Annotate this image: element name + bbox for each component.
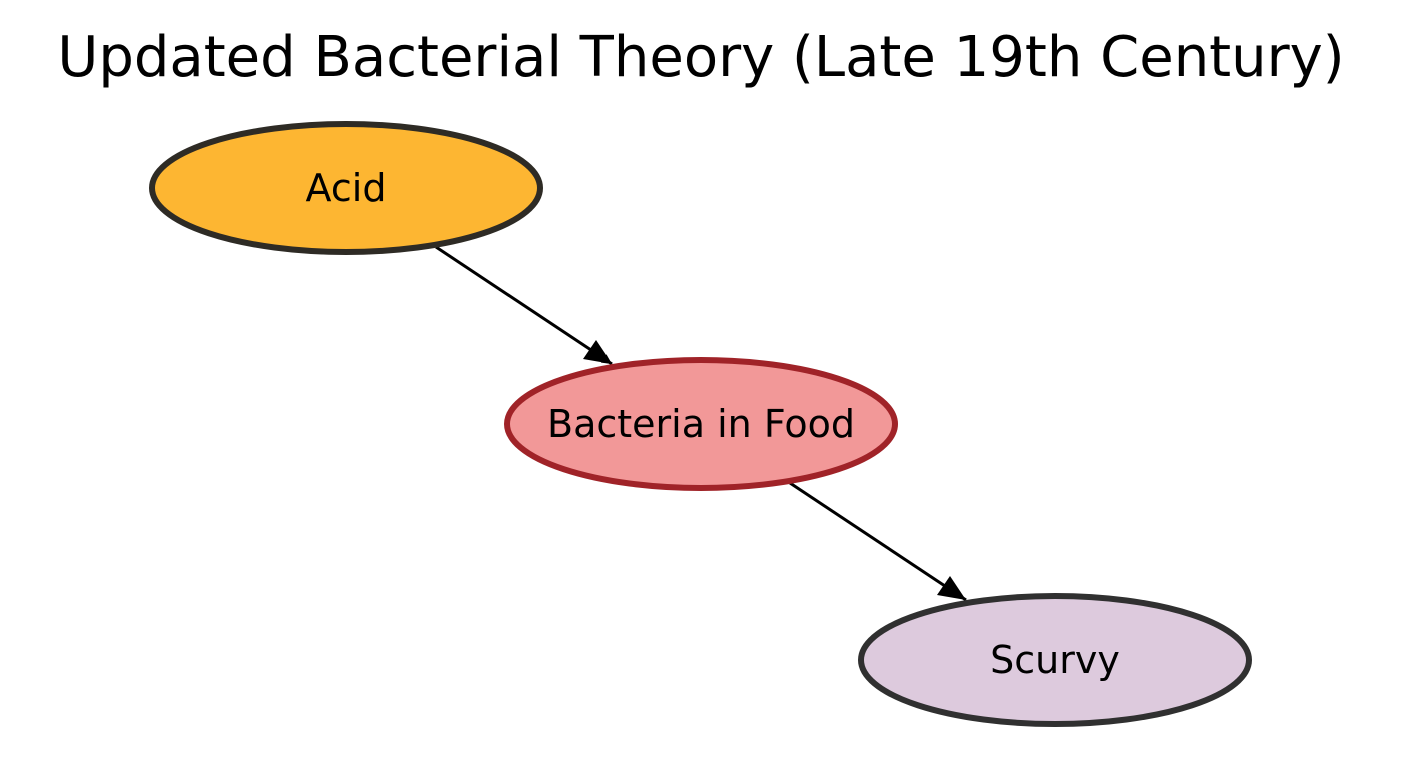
edge-bacteria-to-scurvy-arrowhead (937, 576, 966, 600)
edge-acid-to-bacteria-arrowhead (583, 340, 612, 364)
node-scurvy[interactable]: Scurvy (858, 593, 1252, 727)
diagram-title: Updated Bacterial Theory (Late 19th Cent… (57, 25, 1344, 90)
node-acid[interactable]: Acid (149, 121, 543, 255)
edge-acid-to-bacteria (435, 245, 613, 366)
edges (435, 245, 967, 602)
node-bacteria-in-food-label: Bacteria in Food (547, 402, 855, 446)
edge-bacteria-to-scurvy (789, 481, 967, 602)
node-scurvy-label: Scurvy (990, 638, 1120, 682)
node-scurvy-shape (858, 593, 1252, 727)
node-acid-label: Acid (306, 166, 387, 210)
node-bacteria-in-food-shape (504, 357, 898, 491)
node-bacteria-in-food[interactable]: Bacteria in Food (504, 357, 898, 491)
node-acid-shape (149, 121, 543, 255)
